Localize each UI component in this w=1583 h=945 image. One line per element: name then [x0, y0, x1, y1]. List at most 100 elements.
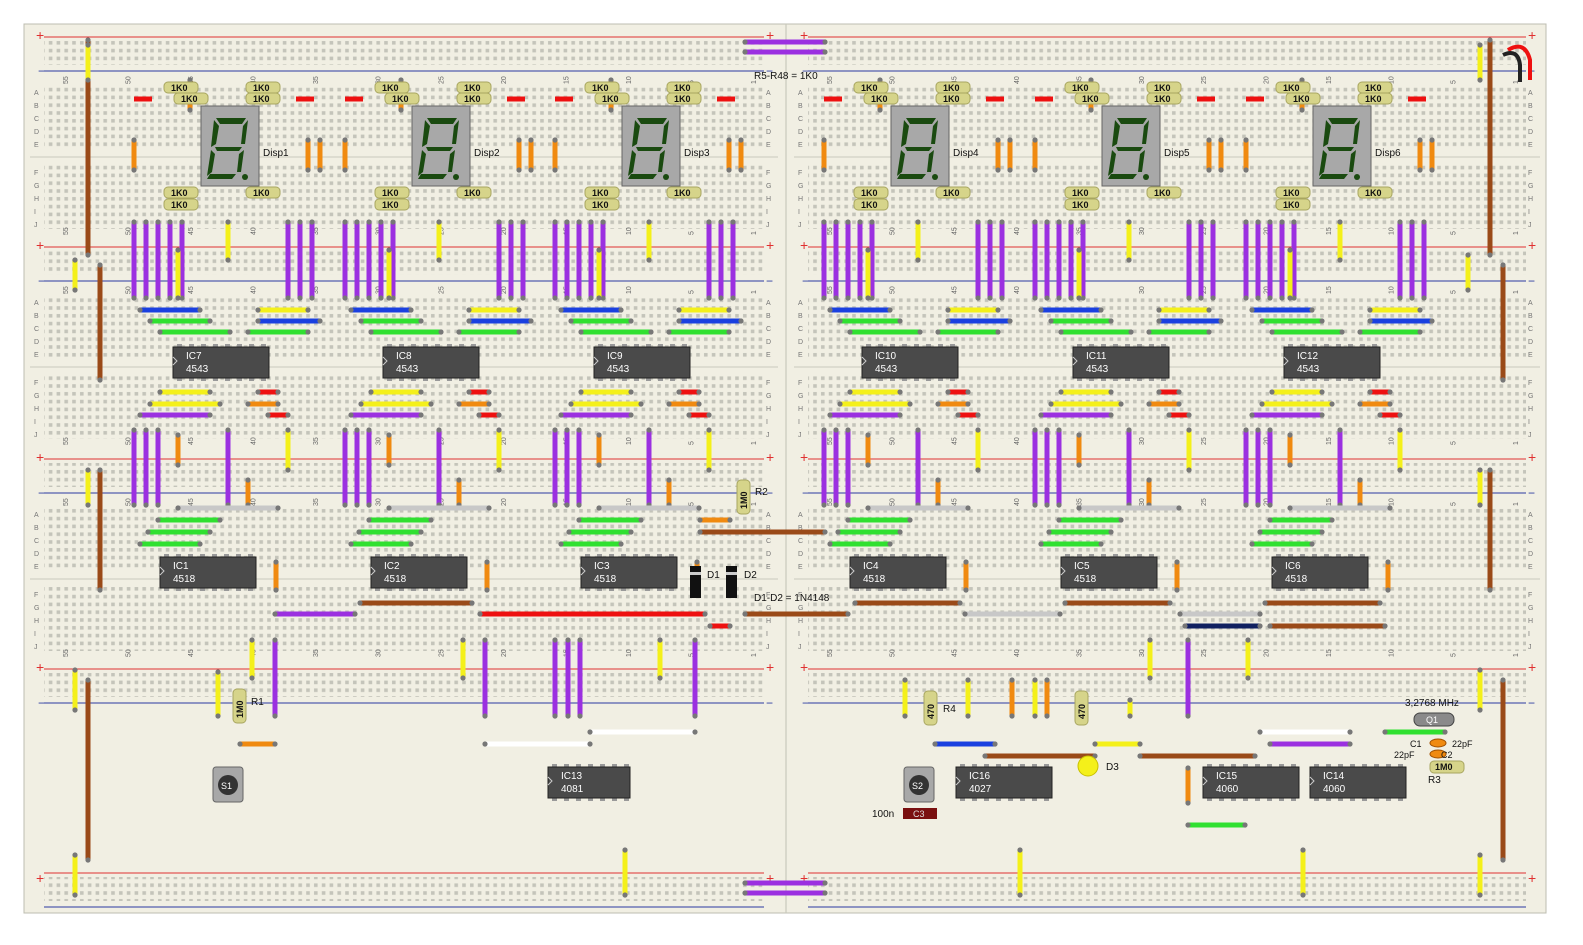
display-segment: [658, 150, 665, 172]
wire-end: [143, 502, 149, 508]
row-letter: D: [1528, 129, 1533, 136]
resistor-value: 1K0: [592, 188, 609, 198]
wire-end: [354, 295, 360, 301]
column-number: 5: [1451, 290, 1458, 294]
ic-pin: [447, 344, 452, 348]
ic-pin: [1326, 797, 1331, 801]
wire-end: [1245, 637, 1251, 643]
power-rails: ++−−++−−++−−++−−++−−++−−++−−++−−++++: [36, 27, 1536, 908]
resistor-1k0: 1K0: [1064, 198, 1100, 211]
ic-pin: [177, 377, 182, 381]
resistor-1k0: 1K0: [935, 81, 971, 94]
ic-part: 4543: [1086, 364, 1109, 375]
wire-end: [528, 137, 534, 143]
wire-end: [845, 502, 851, 508]
resistor-value: 1K0: [1154, 94, 1171, 104]
display-segment: [628, 174, 657, 179]
ic-pin: [1137, 344, 1142, 348]
jumper-wire: [386, 432, 392, 468]
ic-pin: [1362, 797, 1367, 801]
rail-minus-label: −: [802, 486, 809, 500]
wire-end: [1186, 467, 1192, 473]
wire-end: [225, 219, 231, 225]
wire-end: [175, 432, 181, 438]
wire-end: [1397, 467, 1403, 473]
ic-pin: [914, 344, 919, 348]
resistor-body: [863, 92, 899, 105]
wire-end: [1185, 713, 1191, 719]
column-number: 55: [63, 227, 70, 235]
ic-pin: [1374, 797, 1379, 801]
ic-pin: [682, 344, 687, 348]
resistor-1k0: 1K0: [456, 81, 492, 94]
resistor-value: 1K0: [382, 188, 399, 198]
jumper-wire: [272, 611, 358, 617]
jumper-wire: [255, 389, 281, 395]
column-number: 35: [1076, 649, 1083, 657]
wire-end: [72, 852, 78, 858]
column-number: 10: [1388, 649, 1395, 657]
ic-body: [370, 556, 468, 589]
ic-ref: IC10: [875, 351, 897, 362]
wire-end: [847, 389, 853, 395]
wire-end: [897, 529, 903, 535]
jumper-wire: [273, 559, 279, 593]
ic-pin: [564, 797, 569, 801]
ic-pin: [1336, 344, 1341, 348]
wire-end: [155, 219, 161, 225]
wire-end: [917, 329, 923, 335]
jumper-wire: [1337, 219, 1343, 263]
display-segment: [901, 120, 909, 147]
wire-end: [987, 295, 993, 301]
wire-end: [486, 401, 492, 407]
resistor-1k0: 1K0: [173, 92, 209, 105]
wire-end: [305, 167, 311, 173]
wire-end: [821, 502, 827, 508]
resistor-value: 1K0: [943, 94, 960, 104]
jumper-wire: [1267, 219, 1273, 301]
row-letter: I: [1528, 209, 1530, 216]
jumper-wire: [1367, 307, 1423, 313]
wire-end: [1397, 412, 1403, 418]
row-letter: A: [766, 300, 771, 307]
wire-end: [72, 287, 78, 293]
jumper-wire: [666, 329, 732, 335]
r4-ref: R4: [943, 704, 956, 715]
pushbutton-s2[interactable]: S2: [903, 766, 935, 803]
jumper-wire: [1048, 401, 1124, 407]
row-letter: F: [34, 592, 38, 599]
jumper-wire: [1009, 677, 1015, 719]
jumper-wire: [1032, 427, 1038, 508]
wire-end: [1032, 295, 1038, 301]
jumper-wire: [356, 529, 424, 535]
wire-end: [727, 517, 733, 523]
resistor-value: 1K0: [171, 83, 188, 93]
wire-end: [1032, 713, 1038, 719]
display-segment: [1117, 118, 1147, 124]
wire-end: [1182, 623, 1188, 629]
pushbutton-s1[interactable]: S1: [212, 766, 244, 803]
ic-pin: [1065, 554, 1070, 558]
wire-end: [225, 257, 231, 263]
wire-end: [1385, 587, 1391, 593]
s1-ref: S1: [221, 781, 232, 791]
column-number: 25: [1201, 498, 1208, 506]
wire-end: [1032, 502, 1038, 508]
wire-end: [1267, 517, 1273, 523]
wire-end: [646, 219, 652, 225]
rail-plus-label: +: [800, 27, 808, 43]
display-segment: [216, 118, 246, 124]
ic-body: [580, 556, 678, 589]
jumper-wire: [707, 623, 733, 629]
jumper-wire: [742, 611, 851, 617]
wire-end: [366, 219, 372, 225]
display-segment: [1108, 150, 1116, 176]
wire-end: [552, 167, 558, 173]
ic-pin: [1360, 554, 1365, 558]
wire-end: [207, 412, 213, 418]
column-number: 40: [1014, 227, 1021, 235]
resistor-1k0: 1K0: [584, 198, 620, 211]
wire-end: [1185, 765, 1191, 771]
resistor-1k0: 1K0: [853, 81, 889, 94]
wire-end: [577, 637, 583, 643]
